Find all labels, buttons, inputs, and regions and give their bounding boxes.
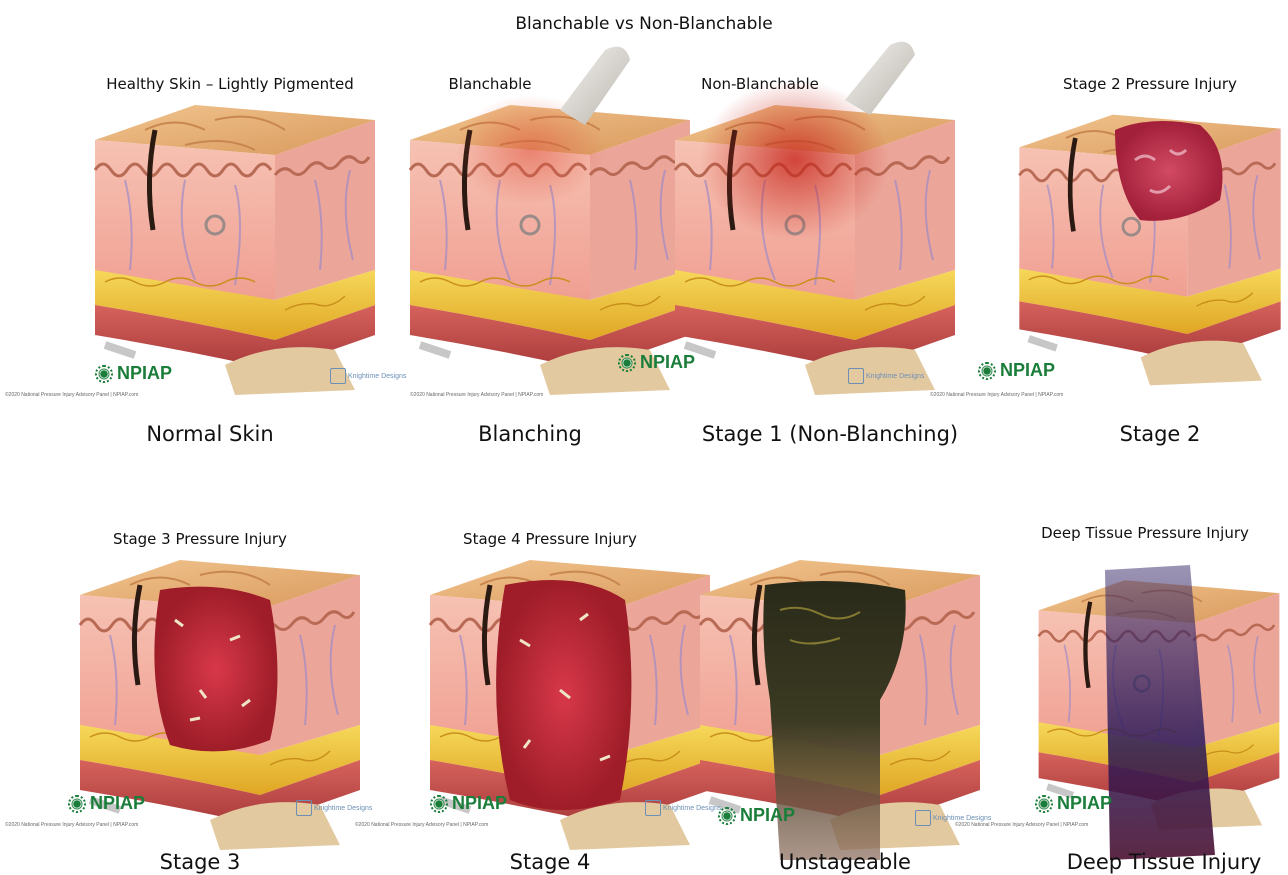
npiap-burst-icon — [618, 354, 636, 372]
npiap-logo: NPIAP — [68, 793, 145, 814]
credit-text: ©2020 National Pressure Injury Advisory … — [410, 392, 543, 398]
npiap-burst-icon — [978, 362, 996, 380]
finger-press-non-blanchable — [845, 42, 915, 115]
knightime-logo: Knightime Designs — [848, 368, 924, 384]
knightime-square-icon — [296, 800, 312, 816]
npiap-burst-icon — [68, 795, 86, 813]
knightime-square-icon — [915, 810, 931, 826]
npiap-logo: NPIAP — [718, 805, 795, 826]
credit-text: ©2020 National Pressure Injury Advisory … — [355, 822, 488, 828]
stage2-wound — [1115, 121, 1223, 221]
credit-text: ©2020 National Pressure Injury Advisory … — [5, 392, 138, 398]
knightime-square-icon — [848, 368, 864, 384]
caption-normal-skin: Normal Skin — [100, 422, 320, 446]
npiap-burst-icon — [718, 807, 736, 825]
caption-stage2: Stage 2 — [1060, 422, 1260, 446]
npiap-logo: NPIAP — [430, 793, 507, 814]
npiap-logo: NPIAP — [978, 360, 1055, 381]
npiap-burst-icon — [95, 365, 113, 383]
knightime-logo: Knightime Designs — [330, 368, 406, 384]
knightime-logo: Knightime Designs — [296, 800, 372, 816]
stage3-wound — [154, 587, 277, 752]
knightime-logo: Knightime Designs — [645, 800, 721, 816]
skin-block-healthy — [95, 105, 375, 395]
caption-stage4: Stage 4 — [440, 850, 660, 874]
caption-blanching: Blanching — [420, 422, 640, 446]
knightime-square-icon — [645, 800, 661, 816]
caption-stage3: Stage 3 — [90, 850, 310, 874]
caption-unstageable: Unstageable — [725, 850, 965, 874]
npiap-logo: NPIAP — [618, 352, 695, 373]
npiap-logo: NPIAP — [1035, 793, 1112, 814]
npiap-burst-icon — [430, 795, 448, 813]
stage4-wound — [496, 580, 631, 810]
knightime-square-icon — [330, 368, 346, 384]
caption-stage1: Stage 1 (Non-Blanching) — [680, 422, 980, 446]
caption-dti: Deep Tissue Injury — [1040, 850, 1288, 874]
credit-text: ©2020 National Pressure Injury Advisory … — [930, 392, 1063, 398]
credit-text: ©2020 National Pressure Injury Advisory … — [955, 822, 1088, 828]
npiap-logo: NPIAP — [95, 363, 172, 384]
credit-text: ©2020 National Pressure Injury Advisory … — [5, 822, 138, 828]
npiap-burst-icon — [1035, 795, 1053, 813]
